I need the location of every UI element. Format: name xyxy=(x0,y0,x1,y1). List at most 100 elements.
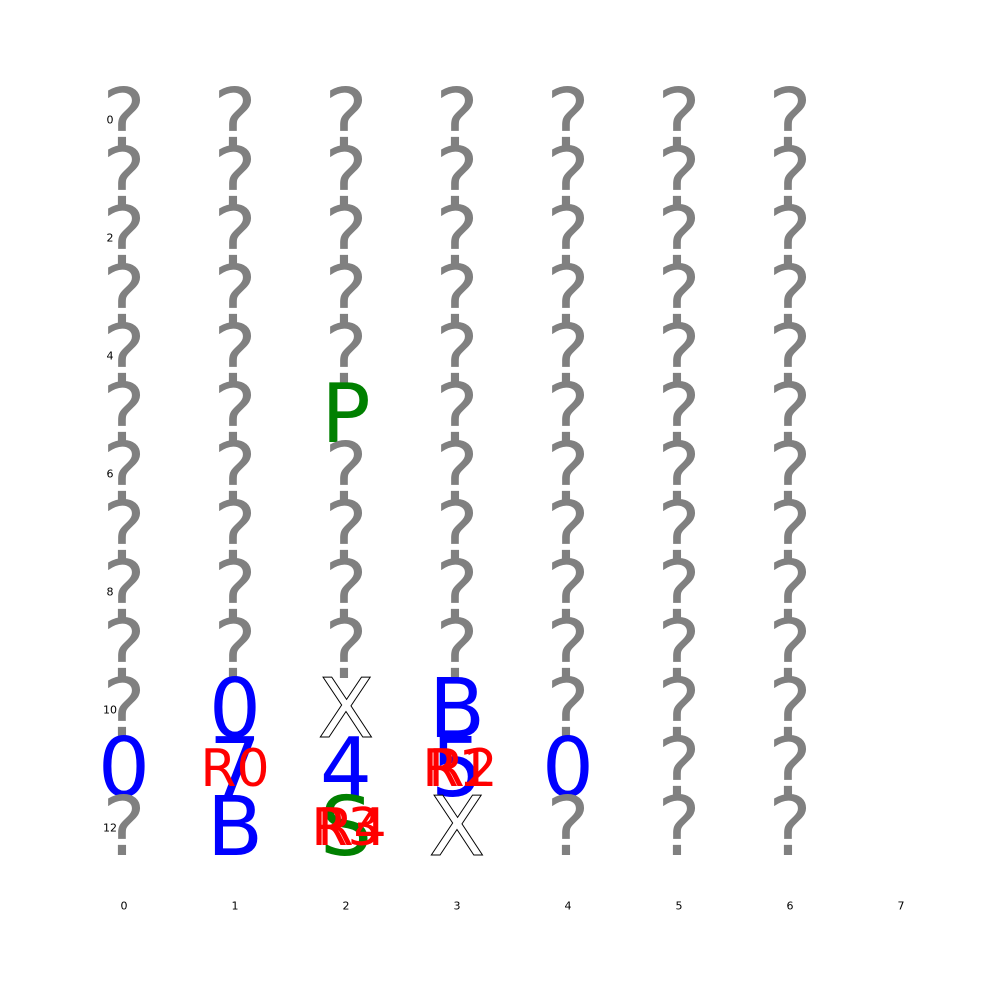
wall-cell: X xyxy=(317,662,375,757)
unknown-cell: ? xyxy=(657,662,701,757)
unknown-cell: ? xyxy=(768,721,812,816)
unknown-cell: ? xyxy=(213,426,257,521)
revealed-cell: B xyxy=(206,780,264,875)
unknown-cell: ? xyxy=(768,367,812,462)
unknown-cell: ? xyxy=(546,367,590,462)
unknown-cell: ? xyxy=(324,72,368,167)
special-cell: S xyxy=(319,780,373,875)
unknown-cell: ? xyxy=(657,485,701,580)
robot-label: R0 xyxy=(200,739,270,799)
unknown-cell: ? xyxy=(657,190,701,285)
y-axis-tick: 6 xyxy=(106,467,114,481)
unknown-cell: ? xyxy=(102,662,146,757)
unknown-cell: ? xyxy=(102,485,146,580)
unknown-cell: ? xyxy=(768,72,812,167)
unknown-cell: ? xyxy=(657,426,701,521)
unknown-cell: ? xyxy=(768,308,812,403)
unknown-cell: ? xyxy=(768,780,812,875)
unknown-cell: ? xyxy=(546,603,590,698)
x-axis-tick: 2 xyxy=(342,899,350,913)
unknown-cell: ? xyxy=(102,190,146,285)
unknown-cell: ? xyxy=(546,249,590,344)
x-axis-tick: 4 xyxy=(564,899,572,913)
x-axis-tick: 5 xyxy=(675,899,683,913)
x-axis-tick: 7 xyxy=(897,899,905,913)
unknown-cell: ? xyxy=(102,603,146,698)
y-axis-tick: 4 xyxy=(106,349,114,363)
y-axis-tick: 0 xyxy=(106,113,114,127)
unknown-cell: ? xyxy=(213,249,257,344)
unknown-cell: ? xyxy=(213,544,257,639)
unknown-cell: ? xyxy=(102,544,146,639)
unknown-cell: ? xyxy=(213,603,257,698)
unknown-cell: ? xyxy=(102,249,146,344)
x-axis-tick: 3 xyxy=(453,899,461,913)
unknown-cell: ? xyxy=(546,131,590,226)
unknown-cell: ? xyxy=(768,426,812,521)
y-axis-tick: 8 xyxy=(106,585,114,599)
unknown-cell: ? xyxy=(768,662,812,757)
unknown-cell: ? xyxy=(657,72,701,167)
unknown-cell: ? xyxy=(102,426,146,521)
wall-cell: X xyxy=(428,780,486,875)
unknown-cell: ? xyxy=(657,131,701,226)
unknown-cell: ? xyxy=(546,426,590,521)
revealed-cell: 0 xyxy=(97,721,151,816)
robot-label: R3 xyxy=(311,798,381,858)
unknown-cell: ? xyxy=(435,544,479,639)
unknown-cell: ? xyxy=(657,249,701,344)
unknown-cell: ? xyxy=(435,485,479,580)
robot-label: R2 xyxy=(428,739,498,799)
unknown-cell: ? xyxy=(546,662,590,757)
unknown-cell: ? xyxy=(213,367,257,462)
unknown-cell: ? xyxy=(324,603,368,698)
unknown-cell: ? xyxy=(435,308,479,403)
unknown-cell: ? xyxy=(768,249,812,344)
unknown-cell: ? xyxy=(213,72,257,167)
revealed-cell: 4 xyxy=(319,721,373,816)
unknown-cell: ? xyxy=(657,780,701,875)
unknown-cell: ? xyxy=(768,485,812,580)
revealed-cell: 5 xyxy=(430,721,484,816)
unknown-cell: ? xyxy=(657,308,701,403)
unknown-cell: ? xyxy=(102,72,146,167)
unknown-cell: ? xyxy=(324,131,368,226)
unknown-cell: ? xyxy=(657,603,701,698)
unknown-cell: ? xyxy=(435,367,479,462)
unknown-cell: ? xyxy=(102,308,146,403)
unknown-cell: ? xyxy=(546,308,590,403)
unknown-cell: ? xyxy=(102,131,146,226)
revealed-cell: B xyxy=(428,662,486,757)
y-axis-tick: 2 xyxy=(106,231,114,245)
unknown-cell: ? xyxy=(435,131,479,226)
y-axis-tick: 12 xyxy=(103,821,117,835)
unknown-cell: ? xyxy=(435,426,479,521)
unknown-cell: ? xyxy=(657,544,701,639)
unknown-cell: ? xyxy=(435,190,479,285)
unknown-cell: ? xyxy=(657,367,701,462)
unknown-cell: ? xyxy=(768,131,812,226)
unknown-cell: ? xyxy=(324,308,368,403)
revealed-cell: 0 xyxy=(208,662,262,757)
x-axis-tick: 0 xyxy=(120,899,128,913)
special-cell: P xyxy=(321,367,371,462)
unknown-cell: ? xyxy=(768,190,812,285)
unknown-cell: ? xyxy=(546,780,590,875)
unknown-cell: ? xyxy=(768,603,812,698)
unknown-cell: ? xyxy=(102,780,146,875)
unknown-cell: ? xyxy=(213,308,257,403)
unknown-cell: ? xyxy=(435,249,479,344)
unknown-cell: ? xyxy=(324,544,368,639)
unknown-cell: ? xyxy=(324,190,368,285)
unknown-cell: ? xyxy=(546,544,590,639)
robot-label: R4 xyxy=(317,798,387,858)
unknown-cell: ? xyxy=(546,485,590,580)
unknown-cell: ? xyxy=(324,485,368,580)
y-axis-tick: 10 xyxy=(103,703,117,717)
revealed-cell: 7 xyxy=(208,721,262,816)
x-axis-tick: 1 xyxy=(231,899,239,913)
unknown-cell: ? xyxy=(324,249,368,344)
unknown-cell: ? xyxy=(213,131,257,226)
unknown-cell: ? xyxy=(324,426,368,521)
